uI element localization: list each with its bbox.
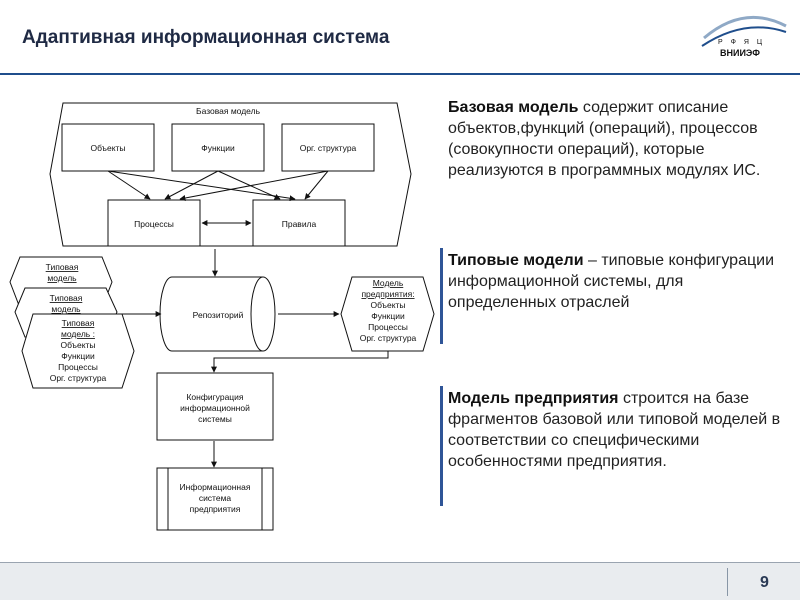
typical-model-3-line-5: Процессы xyxy=(58,362,98,372)
processes-box xyxy=(107,199,201,247)
enterprise-model-hexagon xyxy=(340,276,435,352)
typical-model-3-line-3: Объекты xyxy=(60,340,95,350)
typical-models-term: Типовые модели xyxy=(448,252,584,269)
enterprise-model-line-6: Орг. структура xyxy=(360,333,417,343)
typical-model-2-line-1: Типовая xyxy=(50,293,83,303)
typical-model-1-line-1: Типовая xyxy=(46,262,79,272)
functions-label: Функции xyxy=(201,143,235,153)
page-title: Адаптивная информационная система xyxy=(22,27,390,48)
logo: Р Ф Я Ц ВНИИЭФ xyxy=(701,15,787,58)
typical-model-3-line-4: Функции xyxy=(61,351,95,361)
highlight-bar-enterprise xyxy=(440,386,443,506)
objects-box xyxy=(61,123,155,172)
footer-bar xyxy=(0,562,800,600)
enterprise-is-box xyxy=(156,467,274,531)
configuration-line-1: Конфигурация xyxy=(186,392,243,402)
typical-model-3-line-6: Орг. структура xyxy=(50,373,107,383)
paragraph-enterprise-model: Модель предприятия строится на базе фраг… xyxy=(448,388,788,472)
base-model-term: Базовая модель xyxy=(448,99,579,116)
enterprise-model-description: строится на базе фрагментов базовой или … xyxy=(448,390,781,470)
configuration-box xyxy=(156,372,274,441)
objects-label: Объекты xyxy=(90,143,125,153)
typical-model-1-line-2: модель xyxy=(47,273,77,283)
page-number: 9 xyxy=(760,574,769,591)
enterprise-model-line-5: Процессы xyxy=(368,322,408,332)
org-structure-box xyxy=(281,123,375,172)
enterprise-model-line-3: Объекты xyxy=(370,300,405,310)
enterprise-is-line-2: система xyxy=(199,493,232,503)
footer-divider xyxy=(0,562,800,563)
highlight-bar-typical xyxy=(440,248,443,344)
enterprise-is-line-3: предприятия xyxy=(190,504,241,514)
org-structure-label: Орг. структура xyxy=(300,143,357,153)
title-divider xyxy=(0,73,800,75)
paragraph-typical-models: Типовые модели – типовые конфигурации ин… xyxy=(448,250,788,313)
rules-box xyxy=(252,199,346,247)
enterprise-model-line-1: Модель xyxy=(373,278,404,288)
typical-model-3-line-2: модель : xyxy=(61,329,95,339)
typical-model-3-line-1: Типовая xyxy=(62,318,95,328)
enterprise-is-line-1: Информационная xyxy=(180,482,251,492)
typical-model-2-line-2: модель xyxy=(51,304,81,314)
footer-separator xyxy=(727,568,728,596)
architecture-diagram: Базовая модель Объекты Функции Орг. стру… xyxy=(9,102,435,531)
base-model-title: Базовая модель xyxy=(196,106,261,116)
logo-top-text: Р Ф Я Ц xyxy=(718,39,765,46)
processes-label: Процессы xyxy=(134,219,174,229)
repository-label: Репозиторий xyxy=(193,310,244,320)
typical-models-description: – типовые конфигурации информационной си… xyxy=(448,252,774,311)
paragraph-base-model: Базовая модель содержит описание объекто… xyxy=(448,97,788,181)
logo-bottom-text: ВНИИЭФ xyxy=(720,48,760,58)
rules-label: Правила xyxy=(282,219,317,229)
enterprise-model-term: Модель предприятия xyxy=(448,390,619,407)
configuration-line-2: информационной xyxy=(180,403,250,413)
enterprise-model-line-2: предприятия: xyxy=(361,289,414,299)
base-model-description: содержит описание объектов,функций (опер… xyxy=(448,99,761,179)
enterprise-model-line-4: Функции xyxy=(371,311,405,321)
configuration-line-3: системы xyxy=(198,414,232,424)
